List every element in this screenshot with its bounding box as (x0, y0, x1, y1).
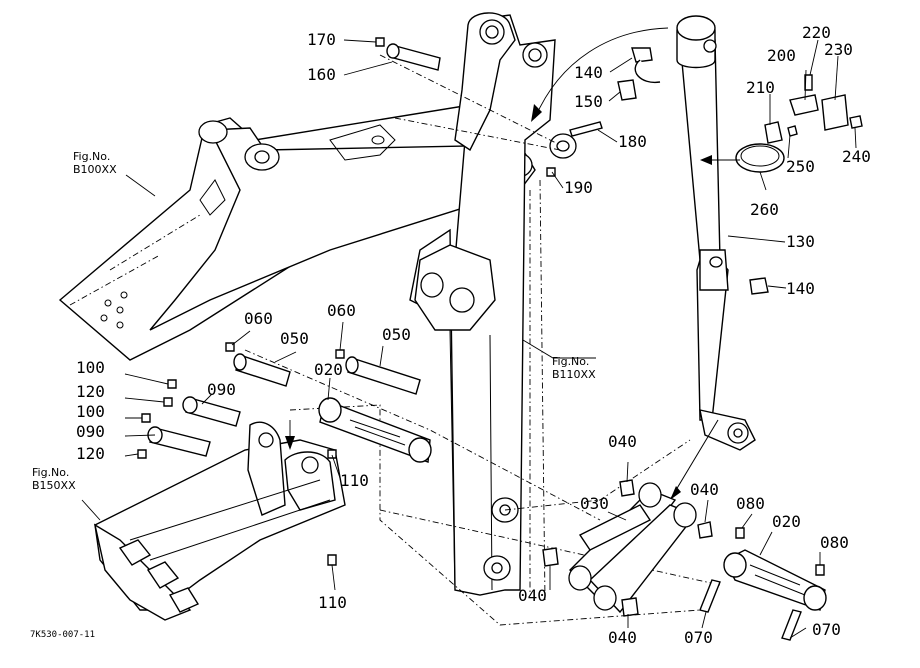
part-label: 040 (690, 480, 719, 499)
bucket (93, 420, 346, 621)
fig-ref-b150xx-line1: Fig.No. (32, 466, 70, 479)
part-label: 100 (76, 358, 105, 377)
fig-ref-b110xx: Fig.No. B110XX (552, 355, 596, 381)
part-label: 090 (76, 422, 105, 441)
part-label: 180 (618, 132, 647, 151)
part-label: 210 (746, 78, 775, 97)
part-label: 140 (574, 63, 603, 82)
part-label: 030 (580, 494, 609, 513)
part-label: 200 (767, 46, 796, 65)
link-020-upper (318, 397, 432, 463)
fig-ref-b150xx-line2: B150XX (32, 479, 76, 492)
part-label: 060 (244, 309, 273, 328)
part-label: 020 (314, 360, 343, 379)
part-label: 120 (76, 444, 105, 463)
part-label: 040 (608, 432, 637, 451)
part-label: 080 (820, 533, 849, 552)
figure-reference-leaders (81, 174, 596, 521)
upper-pins (375, 37, 603, 177)
part-label: 170 (307, 30, 336, 49)
part-label: 240 (842, 147, 871, 166)
fig-ref-b150xx: Fig.No. B150XX (32, 466, 76, 492)
fig-ref-b100xx: Fig.No. B100XX (73, 150, 117, 176)
fig-ref-b110xx-line2: B110XX (552, 368, 596, 381)
part-label: 020 (772, 512, 801, 531)
part-label: 090 (207, 380, 236, 399)
part-label: 190 (564, 178, 593, 197)
bucket-cylinder (669, 15, 756, 501)
fig-ref-b100xx-line1: Fig.No. (73, 150, 111, 163)
part-label: 260 (750, 200, 779, 219)
part-label: 110 (340, 471, 369, 490)
part-label: 220 (802, 23, 831, 42)
part-label: 040 (608, 628, 637, 647)
fig-ref-b110xx-line1: Fig.No. (552, 355, 590, 368)
part-label: 100 (76, 402, 105, 421)
part-label: 120 (76, 382, 105, 401)
part-label: 060 (327, 301, 356, 320)
part-label: 050 (382, 325, 411, 344)
part-label: 050 (280, 329, 309, 348)
part-leaders (124, 39, 857, 639)
part-label: 040 (518, 586, 547, 605)
arm-assembly (409, 12, 577, 596)
part-label: 070 (684, 628, 713, 647)
drawing-code: 7K530-007-11 (30, 630, 96, 640)
alignment-lines (244, 54, 721, 626)
part-label: 080 (736, 494, 765, 513)
part-label: 130 (786, 232, 815, 251)
part-label: 250 (786, 157, 815, 176)
link-030 (542, 479, 713, 617)
part-label: 070 (812, 620, 841, 639)
part-label: 230 (824, 40, 853, 59)
part-label: 140 (786, 279, 815, 298)
part-label: 150 (574, 92, 603, 111)
fig-ref-b100xx-line2: B100XX (73, 163, 117, 176)
clamp-assembly (700, 74, 863, 173)
link-020-lower (699, 527, 827, 641)
part-label: 160 (307, 65, 336, 84)
part-label: 110 (318, 593, 347, 612)
bucket-pins (137, 342, 421, 566)
hose-fittings (617, 47, 769, 295)
